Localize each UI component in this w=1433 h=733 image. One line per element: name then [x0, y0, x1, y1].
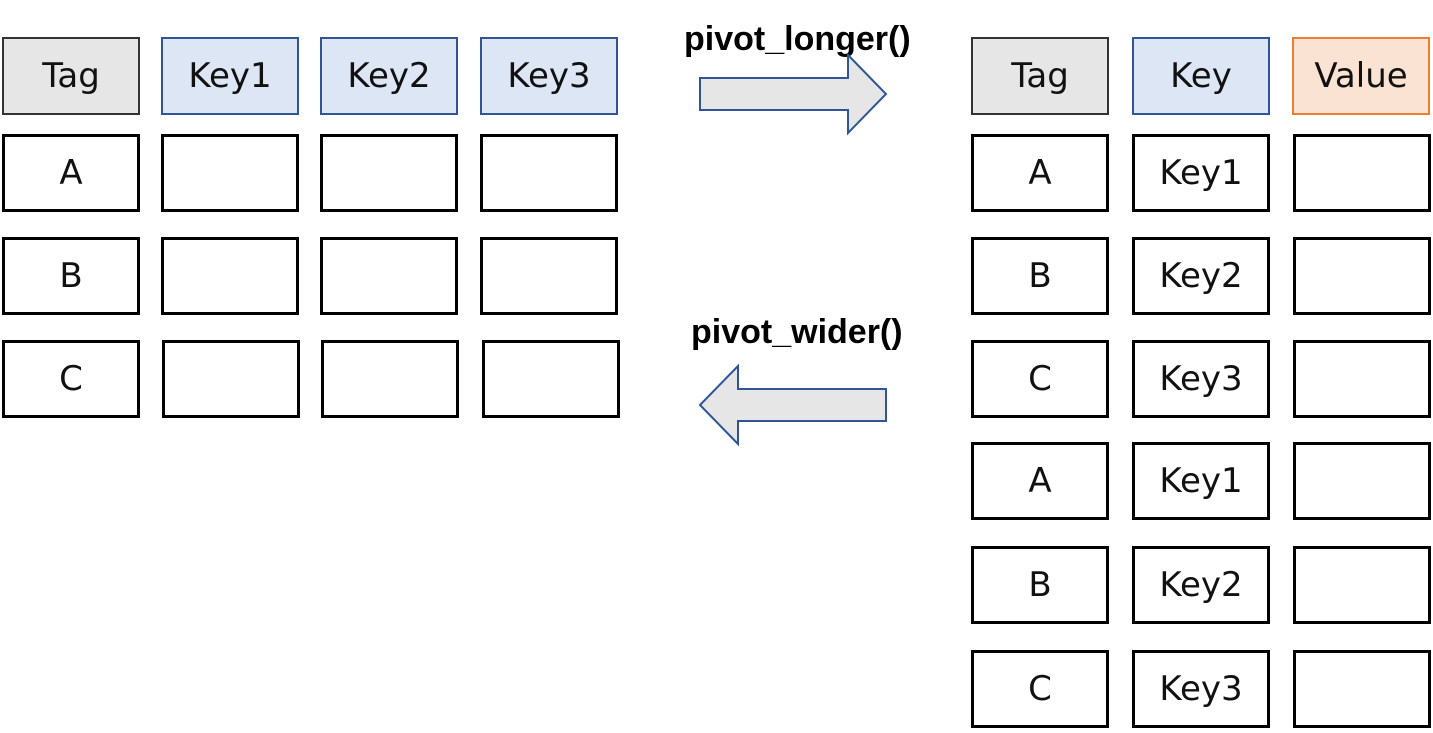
wide-cell-tag: A: [2, 134, 140, 212]
arrow-right-icon: [699, 52, 888, 136]
long-cell-value: [1293, 650, 1431, 728]
pivot-longer-label: pivot_longer(): [684, 20, 911, 58]
wide-cell-key1: [162, 340, 300, 418]
long-cell-key: Key3: [1132, 340, 1270, 418]
long-cell-value: [1293, 546, 1431, 624]
long-cell-tag: A: [971, 134, 1109, 212]
wide-cell-key1: [161, 237, 299, 315]
wide-cell-tag: B: [2, 237, 140, 315]
wide-cell-key3: [480, 237, 618, 315]
wide-cell-tag: C: [2, 340, 140, 418]
long-cell-key: Key3: [1132, 650, 1270, 728]
long-cell-tag: B: [971, 237, 1109, 315]
long-cell-value: [1293, 134, 1431, 212]
long-cell-key: Key1: [1132, 442, 1270, 520]
long-cell-tag: B: [971, 546, 1109, 624]
wide-header-key1: Key1: [161, 37, 299, 115]
long-cell-tag: A: [971, 442, 1109, 520]
pivot-wider-label: pivot_wider(): [691, 313, 903, 351]
wide-cell-key2: [320, 237, 458, 315]
long-cell-value: [1293, 442, 1431, 520]
long-header-key: Key: [1132, 37, 1270, 115]
wide-header-key2: Key2: [320, 37, 458, 115]
long-cell-key: Key2: [1132, 237, 1270, 315]
wide-cell-key1: [161, 134, 299, 212]
long-cell-value: [1293, 340, 1431, 418]
wide-header-key3: Key3: [480, 37, 618, 115]
long-header-tag: Tag: [971, 37, 1109, 115]
long-cell-tag: C: [971, 650, 1109, 728]
wide-header-tag: Tag: [2, 37, 140, 115]
long-cell-key: Key2: [1132, 546, 1270, 624]
wide-cell-key3: [482, 340, 620, 418]
long-cell-value: [1293, 237, 1431, 315]
long-cell-key: Key1: [1132, 134, 1270, 212]
arrow-left-icon: [698, 363, 887, 447]
wide-cell-key3: [480, 134, 618, 212]
wide-cell-key2: [320, 134, 458, 212]
wide-cell-key2: [321, 340, 459, 418]
long-header-value: Value: [1292, 37, 1430, 115]
long-cell-tag: C: [971, 340, 1109, 418]
